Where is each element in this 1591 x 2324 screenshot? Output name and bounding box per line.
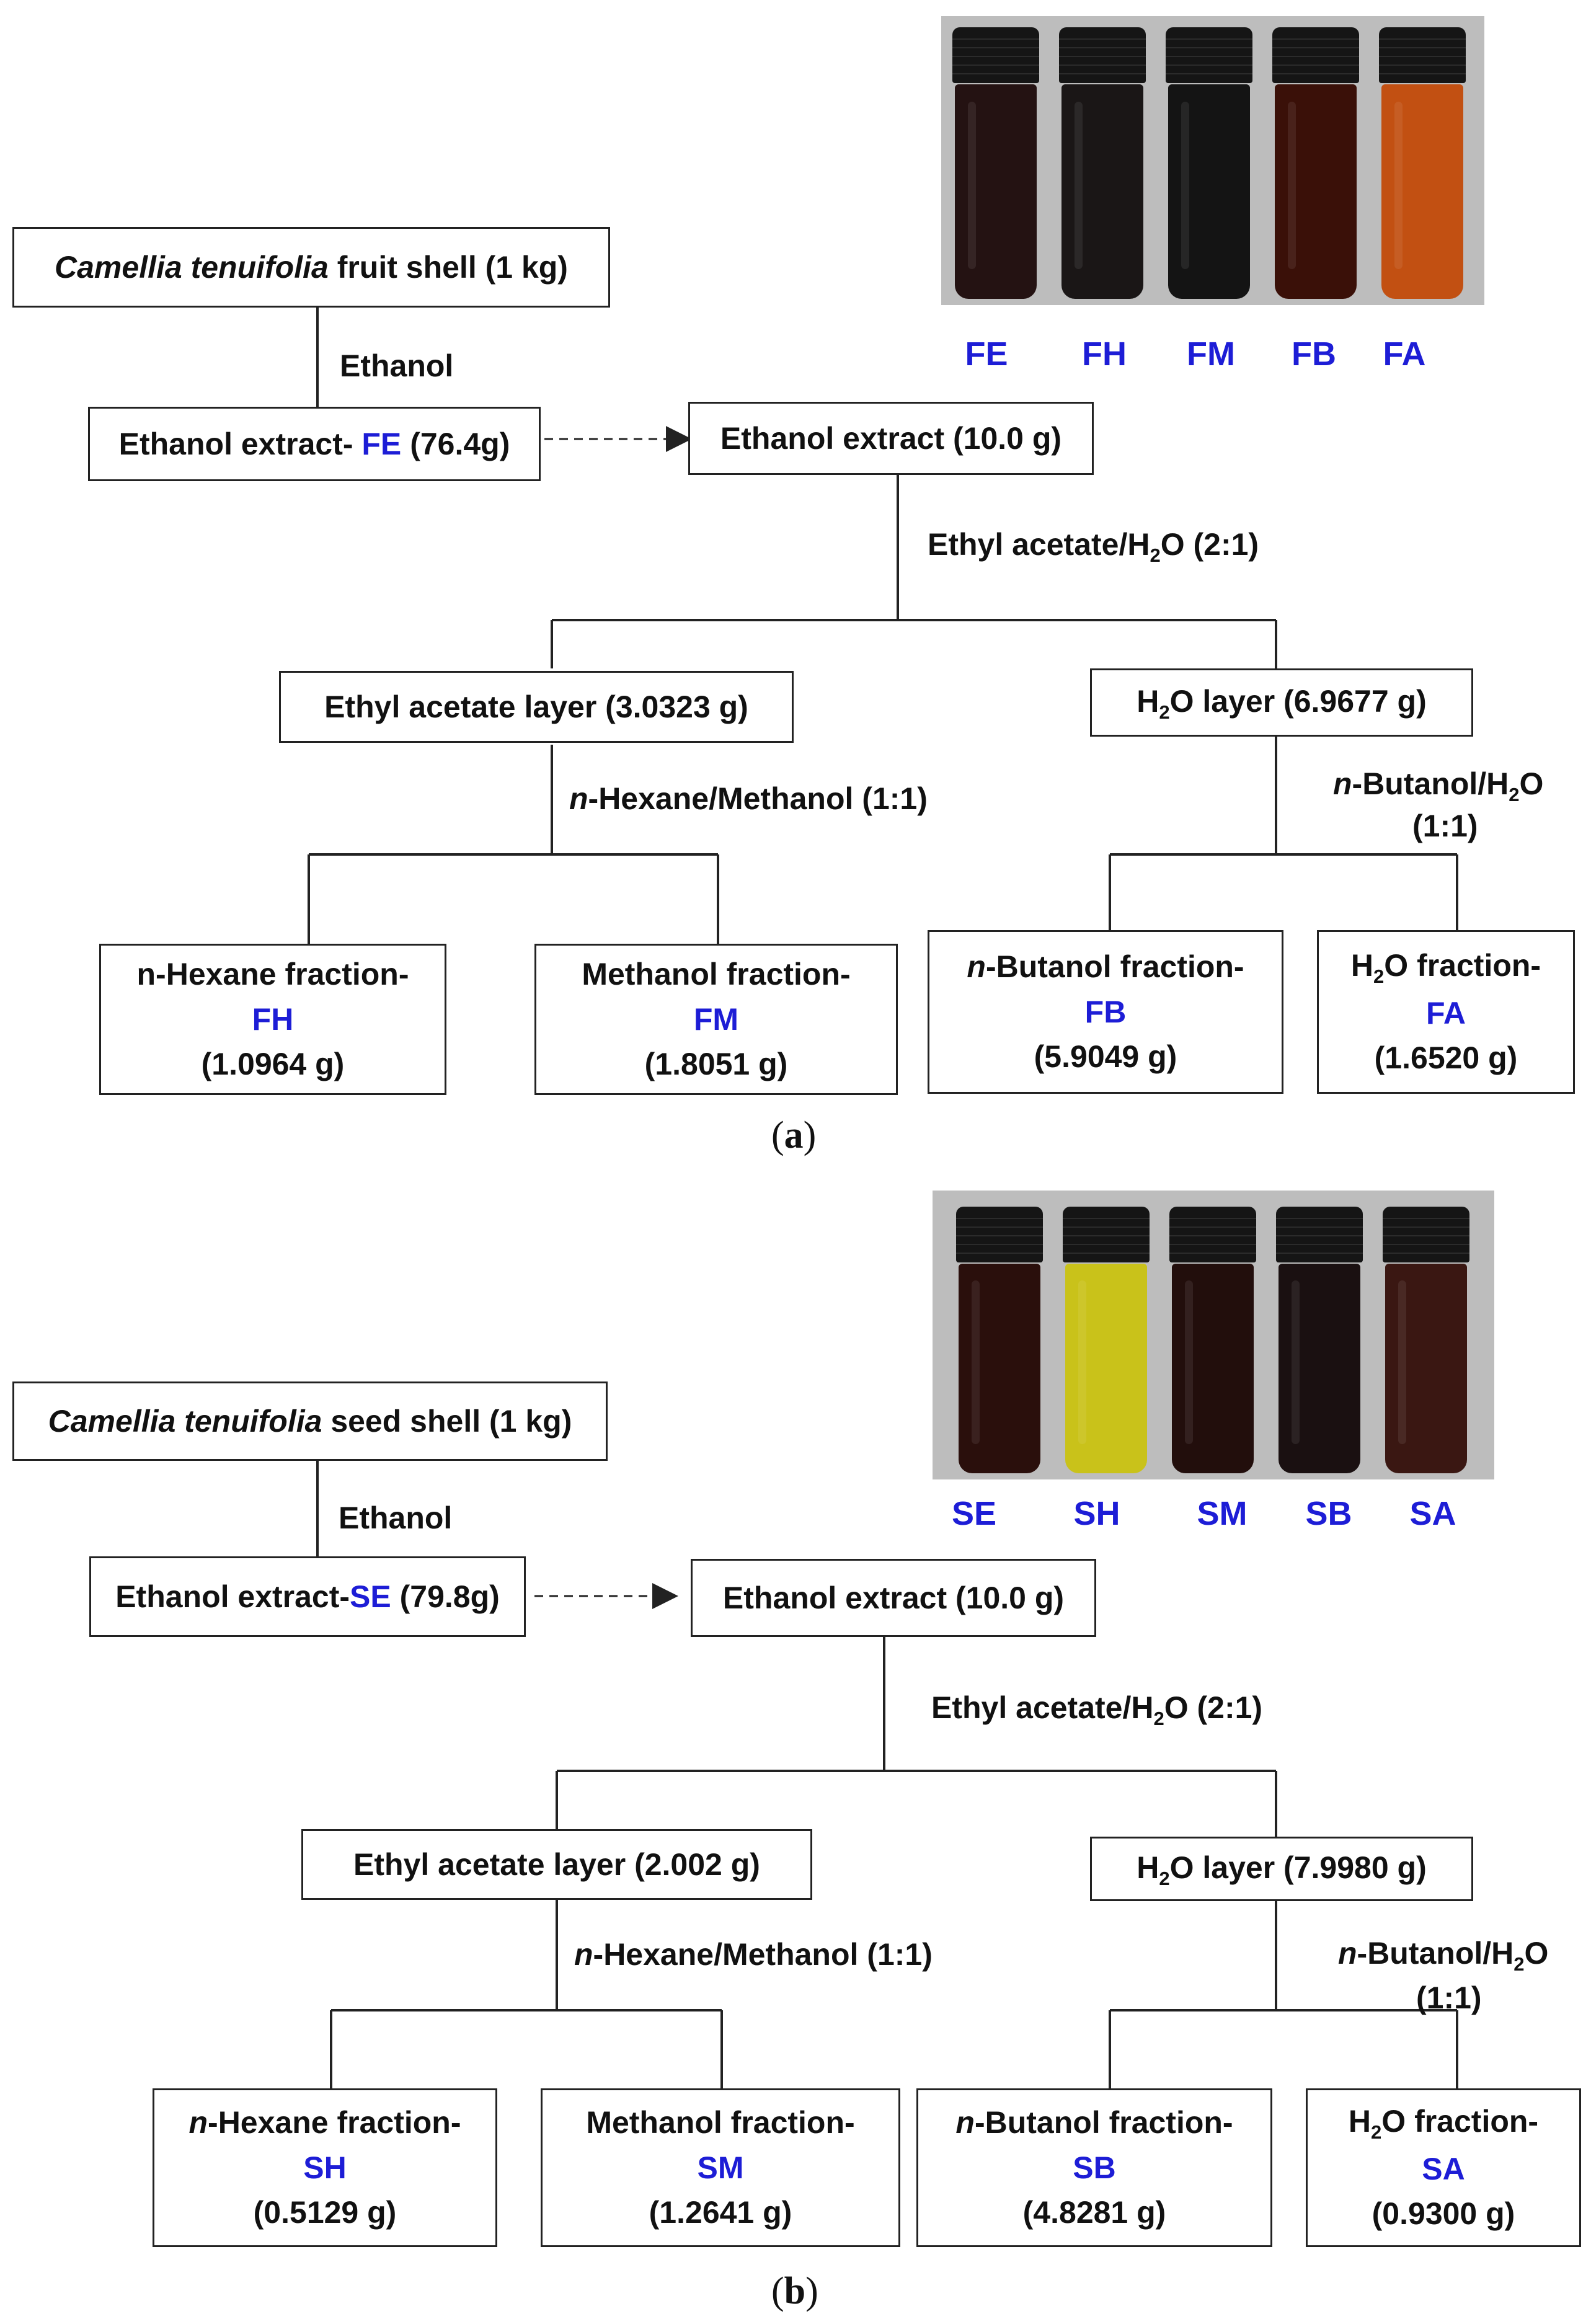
butanol-h2o-label: n-Butanol/H2O — [1333, 766, 1544, 805]
vial-label-fe: FE — [965, 335, 1008, 373]
fraction-box-sh: n-Hexane fraction- SH (0.5129 g) — [153, 2088, 497, 2247]
fraction-name: n-Hexane fraction- — [136, 957, 409, 992]
panel-b-seed-shell: SE SH SM SB SA Camellia tenuifolia seed … — [0, 1162, 1591, 2324]
panel-b-caption: (b) — [771, 2270, 818, 2312]
fraction-box-fb: n-Butanol fraction- FB (5.9049 g) — [928, 930, 1283, 1094]
fraction-name: n-Hexane fraction- — [188, 2105, 461, 2140]
fraction-name: Methanol fraction- — [586, 2105, 855, 2140]
h2o-layer-box: H2O layer (6.9677 g) — [1090, 668, 1473, 737]
vial-fh — [1059, 27, 1146, 299]
fraction-amount: (0.5129 g) — [253, 2195, 397, 2230]
vial-label-fa: FA — [1383, 335, 1426, 373]
vials-photo-a — [941, 16, 1484, 305]
fraction-box-fm: Methanol fraction- FM (1.8051 g) — [534, 944, 898, 1095]
fraction-box-sa: H2O fraction- SA (0.9300 g) — [1306, 2088, 1581, 2247]
vial-sm — [1169, 1207, 1256, 1473]
vial-label-sa: SA — [1409, 1495, 1456, 1532]
fraction-code: SB — [1073, 2150, 1116, 2185]
ethyl-acetate-layer-box: Ethyl acetate layer (2.002 g) — [301, 1829, 812, 1900]
partition-label: Ethyl acetate/H2O (2:1) — [931, 1690, 1263, 1729]
vial-fb — [1272, 27, 1359, 299]
vial-label-fm: FM — [1187, 335, 1235, 373]
fraction-amount: (5.9049 g) — [1034, 1039, 1177, 1075]
butanol-h2o-ratio: (1:1) — [1412, 809, 1478, 843]
species-name: Camellia tenuifolia — [48, 1403, 322, 1439]
vial-fm — [1166, 27, 1252, 299]
vial-sa — [1383, 1207, 1469, 1473]
vial-label-fh: FH — [1082, 335, 1127, 373]
ethyl-acetate-layer-box: Ethyl acetate layer (3.0323 g) — [279, 671, 794, 743]
vial-label-sm: SM — [1197, 1495, 1248, 1532]
panel-a-fruit-shell: FE FH FM FB FA Camellia tenuifolia fruit… — [12, 16, 1575, 1156]
flow-connectors-b — [316, 1461, 1458, 2088]
extract-code: SE — [350, 1579, 391, 1614]
ethanol-extract-label: Ethanol extract (10.0 g) — [720, 420, 1062, 456]
solvent-ethanol-label: Ethanol — [339, 1501, 453, 1535]
species-name: Camellia tenuifolia — [55, 249, 329, 285]
vial-sh — [1063, 1207, 1150, 1473]
vials-photo-b — [933, 1191, 1494, 1479]
fraction-code: FB — [1084, 994, 1127, 1029]
fraction-name: n-Butanol fraction- — [955, 2105, 1233, 2140]
vial-sb — [1276, 1207, 1363, 1473]
hexane-methanol-label: n-Hexane/Methanol (1:1) — [569, 781, 928, 816]
vial-fe — [952, 27, 1039, 299]
vial-fa — [1379, 27, 1466, 299]
fraction-box-sb: n-Butanol fraction- SB (4.8281 g) — [916, 2088, 1272, 2247]
extract-text: Ethanol extract- — [118, 426, 362, 461]
butanol-h2o-label: n-Butanol/H2O — [1338, 1936, 1549, 1975]
ethanol-extract-se-box: Ethanol extract-SE (79.8g) — [89, 1556, 526, 1637]
fraction-code: SH — [303, 2150, 347, 2185]
ethanol-extract-10g-box: Ethanol extract (10.0 g) — [691, 1559, 1096, 1637]
fraction-amount: (1.8051 g) — [644, 1047, 788, 1082]
fraction-box-sm: Methanol fraction- SM (1.2641 g) — [541, 2088, 900, 2247]
extract-code: FE — [361, 426, 402, 461]
solvent-ethanol-label: Ethanol — [340, 348, 454, 383]
fraction-box-fa: H2O fraction- FA (1.6520 g) — [1317, 930, 1575, 1094]
fraction-name: Methanol fraction- — [582, 957, 851, 992]
butanol-h2o-ratio: (1:1) — [1416, 1980, 1482, 2015]
ethanol-extract-10g-box: Ethanol extract (10.0 g) — [688, 402, 1094, 475]
fraction-code: SM — [697, 2150, 744, 2185]
fraction-code: FH — [252, 1001, 294, 1037]
ethyl-acetate-layer-label: Ethyl acetate layer (2.002 g) — [353, 1847, 760, 1882]
fraction-name: n-Butanol fraction- — [967, 949, 1244, 985]
vial-label-sb: SB — [1305, 1495, 1352, 1532]
extract-text: Ethanol extract- — [115, 1579, 350, 1614]
fraction-box-fh: n-Hexane fraction- FH (1.0964 g) — [99, 944, 446, 1095]
hexane-methanol-label: n-Hexane/Methanol (1:1) — [574, 1937, 933, 1972]
fraction-code: SA — [1422, 2151, 1465, 2186]
fraction-amount: (1.2641 g) — [649, 2195, 792, 2230]
extract-amount: (79.8g) — [391, 1579, 500, 1614]
h2o-layer-box: H2O layer (7.9980 g) — [1090, 1837, 1473, 1901]
fraction-name: H2O fraction- — [1350, 948, 1541, 988]
partition-label: Ethyl acetate/H2O (2:1) — [928, 527, 1259, 566]
source-box: Camellia tenuifolia seed shell (1 kg) — [12, 1382, 608, 1461]
vial-se — [956, 1207, 1043, 1473]
fraction-code: FA — [1426, 995, 1466, 1031]
fraction-name: H2O fraction- — [1348, 2104, 1539, 2144]
vial-label-sh: SH — [1073, 1495, 1120, 1532]
fraction-code: FM — [693, 1001, 739, 1037]
ethanol-extract-fe-box: Ethanol extract- FE (76.4g) — [88, 407, 541, 481]
source-text: seed shell (1 kg) — [322, 1403, 572, 1439]
source-text: fruit shell (1 kg) — [328, 249, 568, 285]
fraction-amount: (0.9300 g) — [1372, 2196, 1515, 2232]
vial-label-fb: FB — [1292, 335, 1336, 373]
vial-label-se: SE — [951, 1495, 997, 1532]
ethyl-acetate-layer-label: Ethyl acetate layer (3.0323 g) — [324, 689, 748, 724]
source-box: Camellia tenuifolia fruit shell (1 kg) — [12, 227, 610, 308]
fraction-amount: (1.6520 g) — [1374, 1040, 1518, 1076]
flow-connectors-a — [308, 308, 1458, 944]
ethanol-extract-label: Ethanol extract (10.0 g) — [722, 1580, 1065, 1615]
panel-a-caption: (a) — [771, 1114, 817, 1156]
fraction-amount: (4.8281 g) — [1022, 2195, 1166, 2230]
fraction-amount: (1.0964 g) — [201, 1047, 345, 1082]
extract-amount: (76.4g) — [401, 426, 510, 461]
